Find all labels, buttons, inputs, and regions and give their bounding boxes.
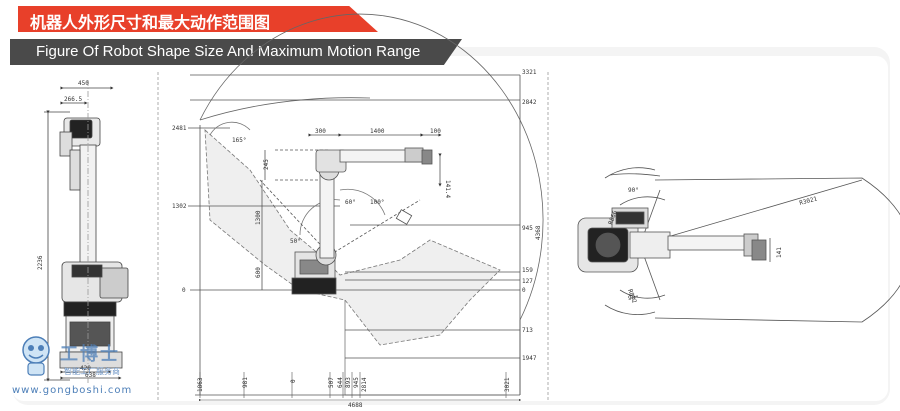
dim-1947: 1947 <box>522 355 537 362</box>
dim-top-100: 100 <box>430 128 441 135</box>
side-view <box>188 13 544 396</box>
mascot-icon <box>22 336 50 376</box>
dim-b-1863: 1863 <box>197 377 204 392</box>
front-view <box>44 80 129 385</box>
dim-b-644: 644 <box>337 377 344 388</box>
dim-b-3021: 3021 <box>504 377 511 392</box>
dim-713: 713 <box>522 327 533 334</box>
dim-3321: 3321 <box>522 69 537 76</box>
dim-600: 600 <box>255 267 262 278</box>
dim-b-0: 0 <box>290 379 297 383</box>
angle-100: 100° <box>370 199 384 206</box>
angle-165: 165° <box>232 137 246 144</box>
top-r-866: R866 <box>607 209 619 225</box>
top-r-872: R872 <box>626 288 638 304</box>
dim-266-5: 266.5 <box>64 96 82 103</box>
top-angle-90-bottom: 90° <box>628 295 639 302</box>
dim-b-507: 507 <box>328 377 335 388</box>
dim-b-981: 981 <box>242 377 249 388</box>
top-angle-90-top: 90° <box>628 187 639 194</box>
top-offset-141: 141 <box>776 247 783 258</box>
dim-4368: 4368 <box>535 225 542 240</box>
watermark-sub: 智能工厂服务商 <box>64 367 120 376</box>
dim-2236: 2236 <box>37 255 44 270</box>
title-en: Figure Of Robot Shape Size And Maximum M… <box>36 43 421 60</box>
title-en-banner: Figure Of Robot Shape Size And Maximum M… <box>10 39 462 65</box>
dim-top-1400: 1400 <box>370 128 385 135</box>
watermark-name: 工博士 <box>60 344 120 365</box>
watermark-url: www.gongboshi.com <box>12 385 133 396</box>
dim-141-4: 141.4 <box>444 180 451 198</box>
dim-420: 420 <box>80 365 91 372</box>
dim-b-2814: 2814 <box>361 377 368 392</box>
dim-2842: 2842 <box>522 99 537 106</box>
dim-top-300: 300 <box>315 128 326 135</box>
dim-1300: 1300 <box>255 210 262 225</box>
dim-4688: 4688 <box>348 402 363 409</box>
dim-127: 127 <box>522 278 533 285</box>
dim-638: 638 <box>85 372 96 379</box>
dim-159: 159 <box>522 267 533 274</box>
dim-945: 945 <box>522 225 533 232</box>
bottom-dim-ticks <box>198 372 522 402</box>
dim-left-0: 0 <box>182 287 186 294</box>
dim-2481: 2481 <box>172 125 187 132</box>
angle-50: 50° <box>290 238 301 245</box>
dim-450: 450 <box>78 80 89 87</box>
top-view <box>577 167 900 323</box>
dim-b-945: 945 <box>353 377 360 388</box>
title-cn: 机器人外形尺寸和最大动作范围图 <box>30 13 271 32</box>
watermark: 工博士 智能工厂服务商 www.gongboshi.com <box>8 330 138 410</box>
dim-1302: 1302 <box>172 203 187 210</box>
dim-245: 245 <box>263 159 270 170</box>
dim-b-893: 893 <box>345 377 352 388</box>
title-cn-banner: 机器人外形尺寸和最大动作范围图 <box>18 6 378 32</box>
top-r-3021: R3021 <box>799 195 819 207</box>
dim-right-0: 0 <box>522 287 526 294</box>
angle-60: 60° <box>345 199 356 206</box>
